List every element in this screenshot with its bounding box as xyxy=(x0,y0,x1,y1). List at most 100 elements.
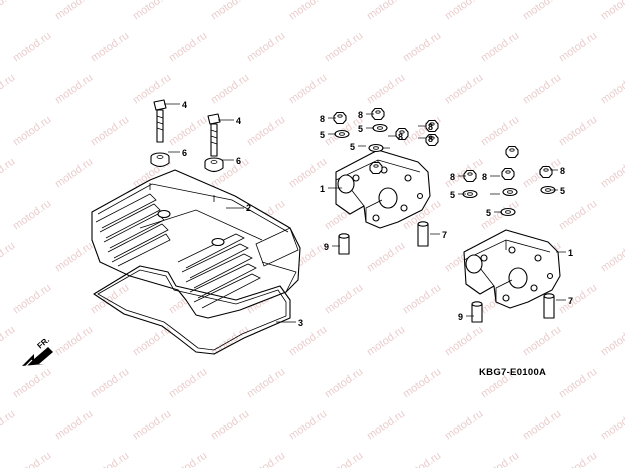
watermark-text: motod.ru xyxy=(557,198,599,233)
callout-5-f: 5 xyxy=(486,208,491,218)
washer xyxy=(334,129,350,139)
camshaft-holder-right xyxy=(463,229,561,309)
watermark-text: motod.ru xyxy=(167,114,209,149)
callout-4-right: 4 xyxy=(236,116,241,126)
callout-6-right: 6 xyxy=(236,156,241,166)
callout-5-c: 5 xyxy=(350,142,355,152)
callout-8-c: 8 xyxy=(398,132,403,142)
watermark-text: motod.ru xyxy=(557,450,599,468)
watermark-text: motod.ru xyxy=(599,156,625,191)
watermark-text: motod.ru xyxy=(11,114,53,149)
watermark-text: motod.ru xyxy=(557,282,599,317)
washer-hole xyxy=(377,126,383,130)
nut-hole xyxy=(429,122,435,126)
watermark-text: motod.ru xyxy=(53,324,95,359)
nut-hole xyxy=(375,110,381,114)
watermark-text: motod.ru xyxy=(131,72,173,107)
watermark-text: motod.ru xyxy=(443,408,485,443)
watermark-text: motod.ru xyxy=(287,324,329,359)
nut-hole xyxy=(337,114,343,118)
callout-8-e: 8 xyxy=(428,134,433,144)
watermark-text: motod.ru xyxy=(0,324,17,359)
nut xyxy=(505,145,519,159)
watermark-text: motod.ru xyxy=(0,156,17,191)
watermark-text: motod.ru xyxy=(323,30,365,65)
watermark-text: motod.ru xyxy=(365,72,407,107)
nuts-and-washers xyxy=(333,107,556,217)
callout-5-b: 5 xyxy=(358,124,363,134)
watermark-text: motod.ru xyxy=(365,408,407,443)
washer xyxy=(500,207,516,217)
watermark-text: motod.ru xyxy=(245,30,287,65)
watermark-text: motod.ru xyxy=(557,114,599,149)
watermark-text: motod.ru xyxy=(479,30,521,65)
watermark-text: motod.ru xyxy=(521,324,563,359)
nut-hole xyxy=(373,164,379,168)
dowel-pin-9-right xyxy=(471,301,483,323)
watermark-text: motod.ru xyxy=(443,0,485,22)
cylinder-head-cover xyxy=(91,169,301,319)
nut xyxy=(395,127,409,141)
washer xyxy=(368,143,384,153)
front-direction-arrow: FR. xyxy=(22,335,53,367)
watermark-text: motod.ru xyxy=(0,0,17,22)
watermark-text: motod.ru xyxy=(323,282,365,317)
watermark-text: motod.ru xyxy=(53,156,95,191)
watermark-text: motod.ru xyxy=(479,450,521,468)
watermark-text: motod.ru xyxy=(53,408,95,443)
watermark-text: motod.ru xyxy=(209,0,251,22)
watermark-text: motod.ru xyxy=(89,450,131,468)
watermark-text: motod.ru xyxy=(521,72,563,107)
watermark-text: motod.ru xyxy=(89,30,131,65)
watermark-text: motod.ru xyxy=(131,408,173,443)
watermark-text: motod.ru xyxy=(443,324,485,359)
nut xyxy=(539,165,553,179)
watermark-text: motod.ru xyxy=(167,30,209,65)
nut xyxy=(463,169,477,183)
nut-hole xyxy=(429,136,435,140)
washer-hole xyxy=(505,210,511,214)
watermark-text: motod.ru xyxy=(287,0,329,22)
watermark-text: motod.ru xyxy=(89,366,131,401)
watermark-text: motod.ru xyxy=(365,324,407,359)
callout-8-a: 8 xyxy=(320,114,325,124)
watermark-text: motod.ru xyxy=(443,72,485,107)
watermark-text: motod.ru xyxy=(167,366,209,401)
watermark-text: motod.ru xyxy=(53,240,95,275)
leader-lines xyxy=(164,103,566,323)
dowel-pin-7-left xyxy=(417,221,429,247)
dowel-pin-7-right xyxy=(543,293,555,319)
watermark-text: motod.ru xyxy=(521,408,563,443)
nut-hole xyxy=(399,130,405,134)
watermark-text: motod.ru xyxy=(131,324,173,359)
callout-7-left: 7 xyxy=(442,230,447,240)
watermark-text: motod.ru xyxy=(167,450,209,468)
washer xyxy=(502,187,518,197)
nut-hole xyxy=(543,168,549,172)
washer-hole xyxy=(467,192,473,196)
callout-9-right: 9 xyxy=(458,312,463,322)
watermark-text: motod.ru xyxy=(365,240,407,275)
callout-8-b: 8 xyxy=(358,110,363,120)
watermark-text: motod.ru xyxy=(209,408,251,443)
callout-8-g: 8 xyxy=(560,166,565,176)
watermark-text: motod.ru xyxy=(0,240,17,275)
washer xyxy=(372,123,388,133)
watermark-text: motod.ru xyxy=(599,324,625,359)
cover-bolt-right xyxy=(207,113,221,157)
nut xyxy=(333,111,347,125)
washer-hole xyxy=(373,146,379,150)
watermark-text: motod.ru xyxy=(557,30,599,65)
seal-washer-right xyxy=(204,157,224,173)
callout-5-a: 5 xyxy=(320,130,325,140)
nut xyxy=(371,107,385,121)
watermark-text: motod.ru xyxy=(11,198,53,233)
watermark-text: motod.ru xyxy=(11,282,53,317)
callout-6-left: 6 xyxy=(182,148,187,158)
watermark-text: motod.ru xyxy=(401,282,443,317)
watermark-text: motod.ru xyxy=(599,72,625,107)
watermark-text: motod.ru xyxy=(401,30,443,65)
callout-7-right: 7 xyxy=(568,296,573,306)
nut-hole xyxy=(505,170,511,174)
